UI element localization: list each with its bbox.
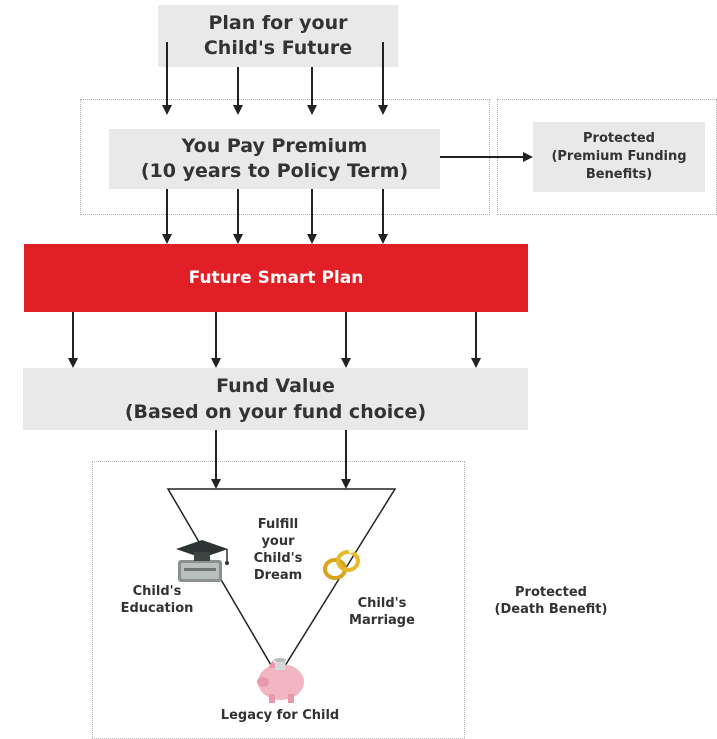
plan-future-box: Plan for your Child's Future <box>158 5 398 67</box>
fulfill-dream-line1: Fulfill <box>257 517 299 532</box>
fund-value-line1: Fund Value <box>216 375 335 397</box>
graduation-cap-books-icon <box>176 540 229 582</box>
future-smart-plan-box: Future Smart Plan <box>24 244 528 312</box>
education-line1: Child's <box>132 584 182 599</box>
fund-value-box: Fund Value (Based on your fund choice) <box>23 368 528 430</box>
fulfill-dream-line2: your <box>261 534 295 549</box>
fulfill-dream-line4: Dream <box>253 568 303 583</box>
goals-triangle <box>166 488 397 679</box>
fulfill-dream-line3: Child's <box>253 551 303 566</box>
wedding-rings-icon <box>323 548 360 580</box>
protected-death-line2: (Death Benefit) <box>494 602 608 617</box>
protected-premium-line3: Benefits) <box>585 167 653 182</box>
marriage-label: Child's Marriage <box>340 595 424 629</box>
marriage-line1: Child's <box>357 596 407 611</box>
legacy-label: Legacy for Child <box>200 707 360 724</box>
protected-premium-box: Protected (Premium Funding Benefits) <box>533 122 705 192</box>
pay-premium-line1: You Pay Premium <box>181 135 368 157</box>
future-smart-plan-label: Future Smart Plan <box>188 268 364 288</box>
marriage-line2: Marriage <box>349 613 415 628</box>
fulfill-dream-label: Fulfill your Child's Dream <box>238 516 318 584</box>
legacy-text: Legacy for Child <box>220 708 340 723</box>
piggy-bank-icon <box>257 658 304 703</box>
pay-premium-box: You Pay Premium (10 years to Policy Term… <box>109 129 440 189</box>
pay-premium-line2: (10 years to Policy Term) <box>140 160 409 182</box>
fund-value-line2: (Based on your fund choice) <box>124 401 427 423</box>
protected-premium-line1: Protected <box>583 131 655 146</box>
plan-future-line1: Plan for your <box>208 12 348 34</box>
education-label: Child's Education <box>112 583 202 617</box>
protected-death-line1: Protected <box>515 585 587 600</box>
protected-premium-line2: (Premium Funding <box>551 149 687 164</box>
plan-future-line2: Child's Future <box>203 37 353 59</box>
protected-death-label: Protected (Death Benefit) <box>476 584 626 618</box>
education-line2: Education <box>120 601 194 616</box>
